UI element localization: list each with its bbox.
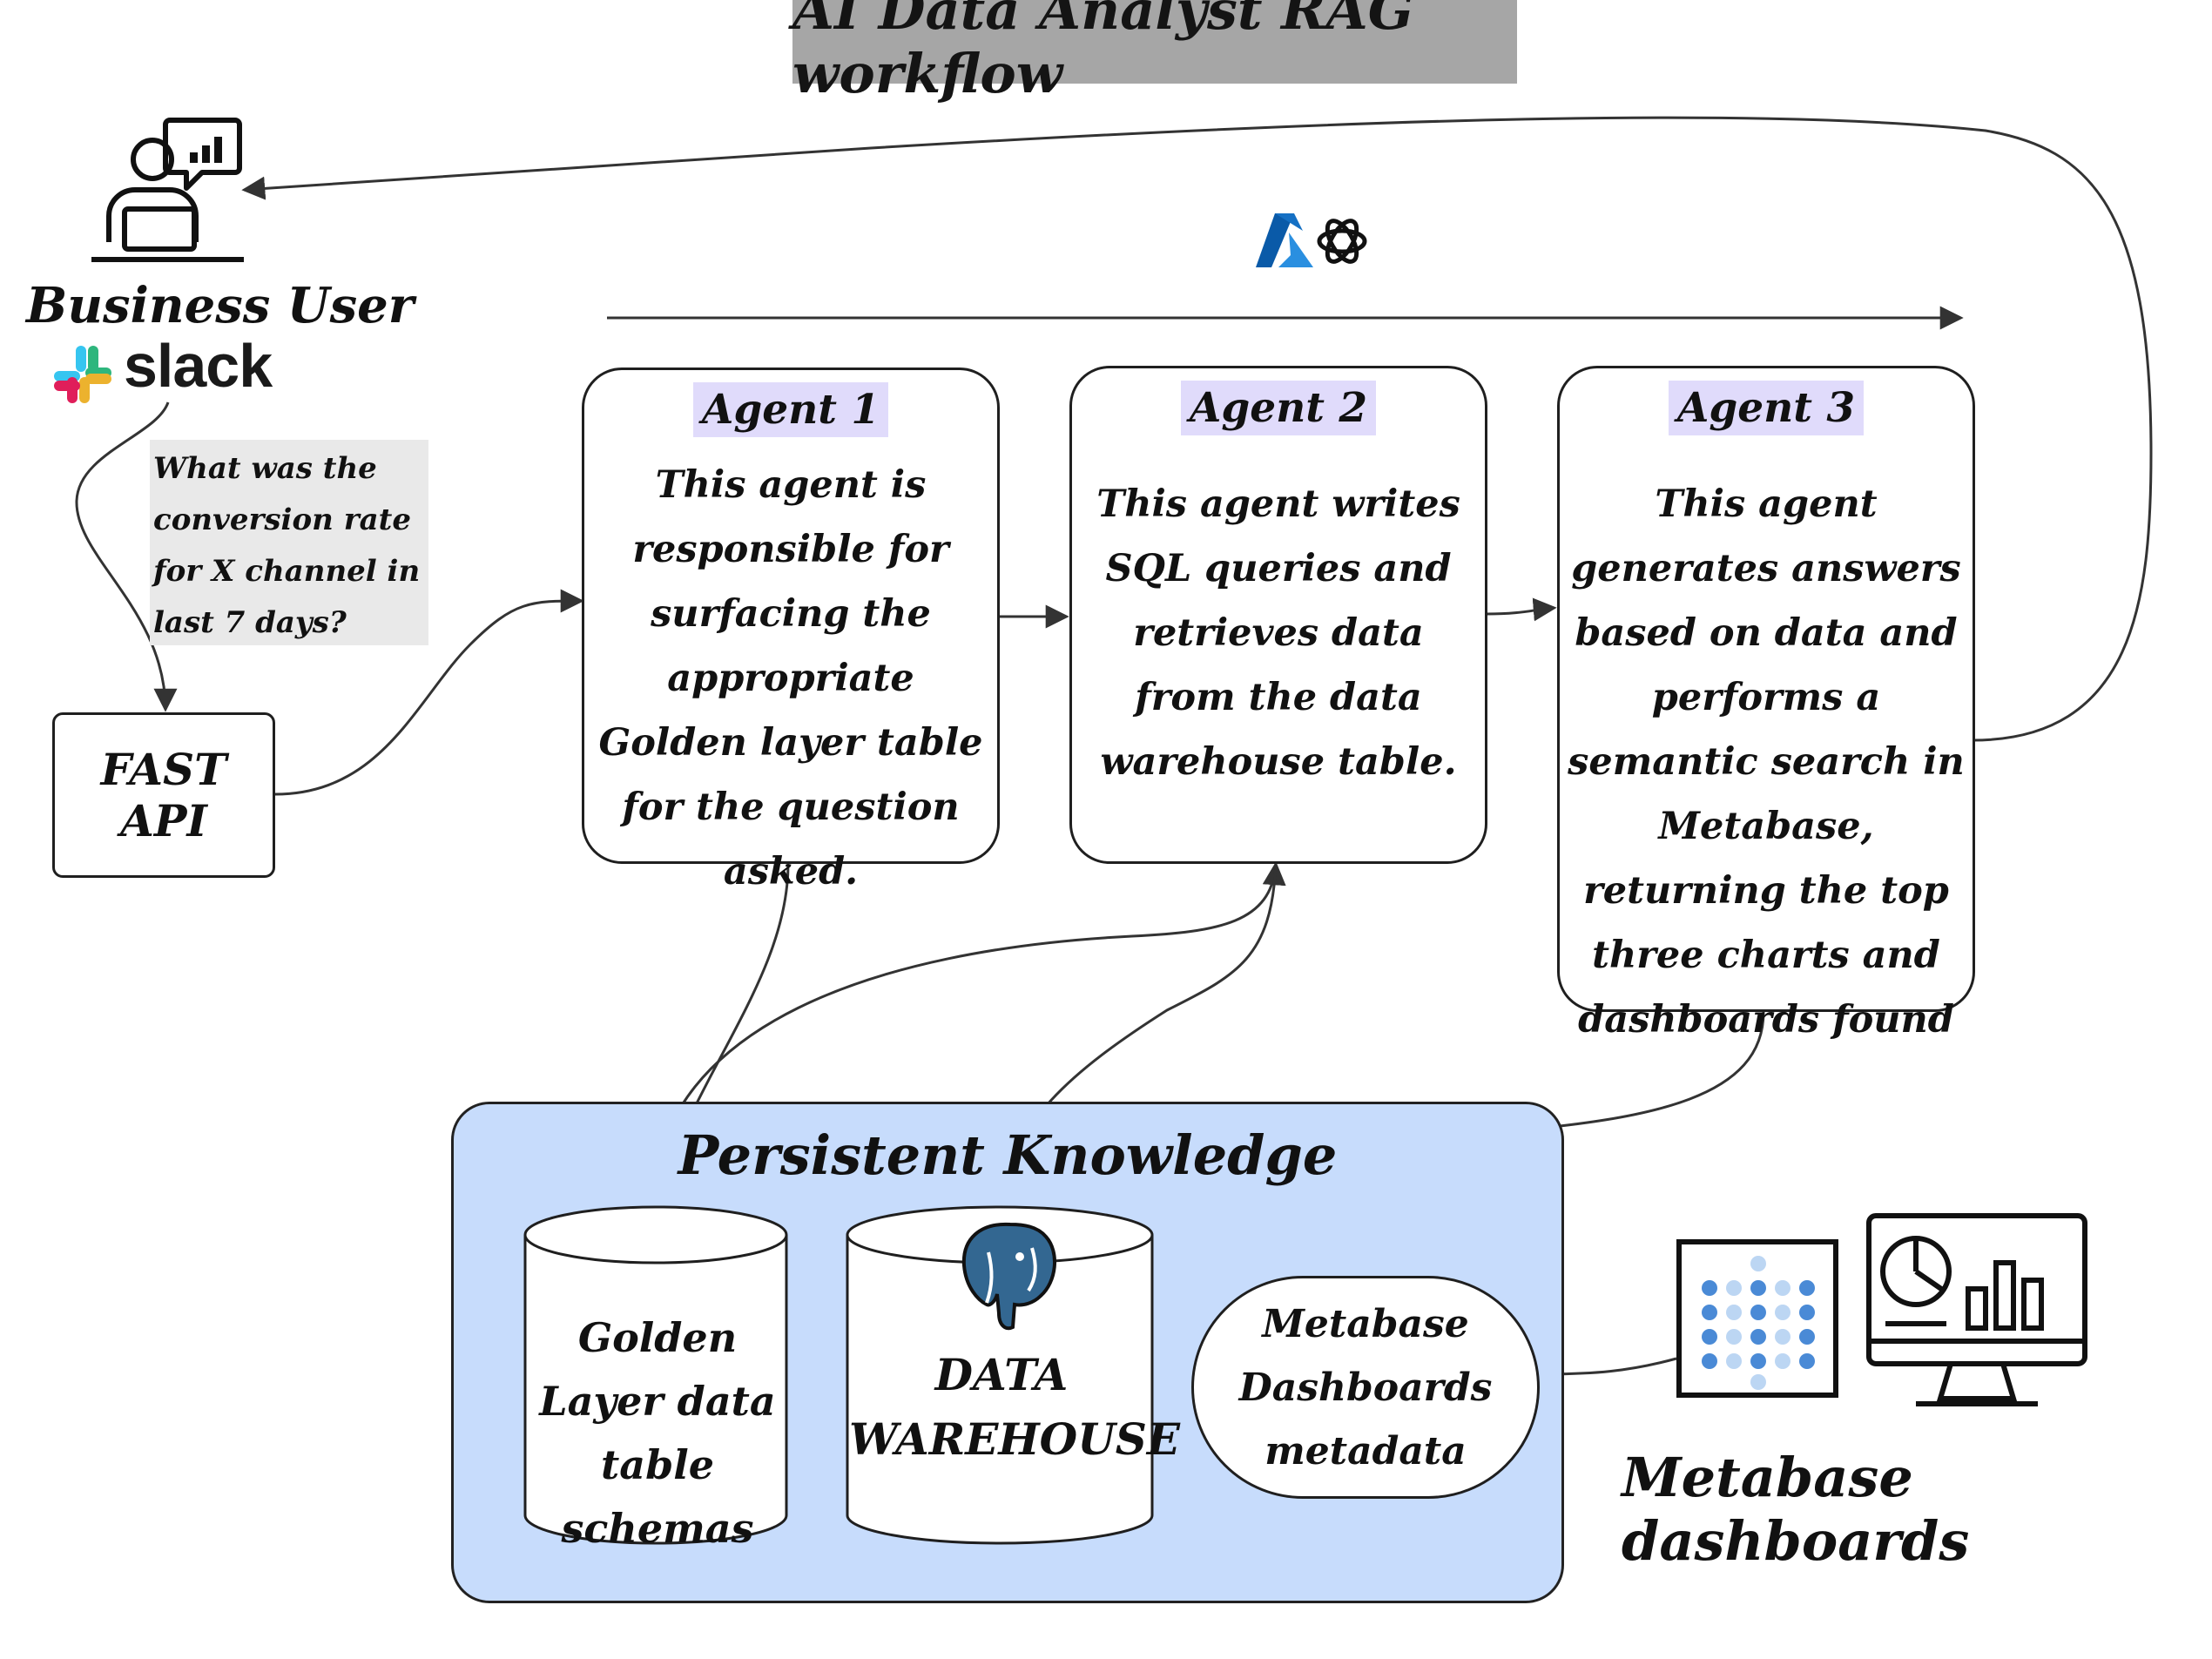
agent-1-tag: Agent 1 — [692, 382, 889, 437]
agent-2-description: This agent writes SQL queries and retrie… — [1096, 482, 1460, 784]
openai-logo — [1317, 219, 1367, 264]
metabase-dashboards-label: Metabase dashboards — [1622, 1446, 1970, 1573]
agent-3-description: This agent generates answers based on da… — [1568, 482, 1965, 1042]
golden-layer-cylinder — [523, 1205, 788, 1545]
fast-api-box: FAST API — [52, 712, 275, 878]
metabase-logo-icon — [1676, 1239, 1838, 1398]
arrow-user-to-api — [75, 401, 178, 712]
agent-2-card: Agent 2 This agent writes SQL queries an… — [1069, 366, 1487, 864]
business-user-icon — [91, 118, 244, 262]
agent-3-tag: Agent 3 — [1668, 381, 1865, 435]
arrow-agent3-to-user — [241, 116, 2153, 742]
agent-2-tag: Agent 2 — [1180, 381, 1377, 435]
slack-logo-icon — [54, 346, 111, 403]
dashboard-monitor-icon — [1866, 1213, 2087, 1406]
golden-layer-label: Golden Layer data table schemas — [539, 1314, 776, 1552]
agent-3-card: Agent 3 This agent generates answers bas… — [1557, 366, 1975, 1042]
page-title: AI Data Analyst RAG workflow — [792, 0, 1517, 105]
question-note: What was the conversion rate for X chann… — [150, 440, 428, 645]
slack-wordmark: slack — [124, 332, 273, 400]
agent-1-description: This agent is responsible for surfacing … — [598, 463, 983, 894]
arrow-api-to-agent1 — [274, 589, 584, 796]
arrow-agent2-to-agent3 — [1486, 597, 1557, 622]
agent-1-card: Agent 1 This agent is responsible for su… — [582, 368, 1000, 894]
business-user-label: Business User — [26, 277, 415, 334]
arrow-golden-to-agent2 — [651, 861, 1286, 1198]
metabase-metadata-node: Metabase Dashboards metadata — [1191, 1276, 1540, 1499]
data-warehouse-label: DATA WAREHOUSE — [849, 1349, 1181, 1465]
persistent-knowledge-title: Persistent Knowledge — [678, 1123, 1338, 1187]
azure-logo — [1256, 213, 1313, 267]
postgresql-elephant-icon — [961, 1222, 1056, 1331]
